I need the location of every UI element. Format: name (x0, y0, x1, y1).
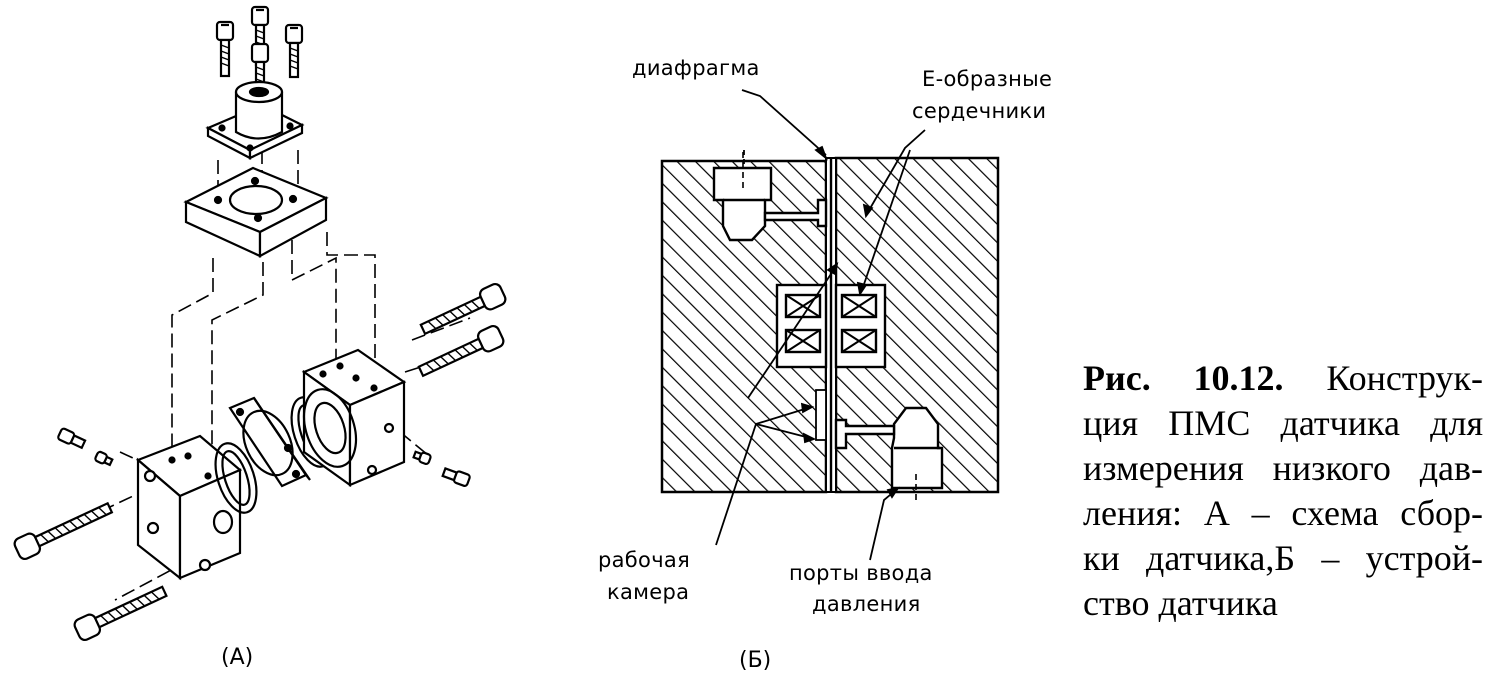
plug (441, 467, 471, 487)
leader-ports (869, 489, 897, 561)
label-ports-line1: порты ввода (789, 561, 933, 585)
leader-diaphragm (741, 89, 827, 156)
caption-line-4: ления: А – схема сбор- (1083, 493, 1483, 533)
plug (412, 450, 432, 466)
caption-line-6: ство датчика (1083, 583, 1278, 623)
caption-line-1-rest: Конструк- (1283, 358, 1483, 398)
label-e-cores-line1: Е-образные (922, 67, 1053, 91)
label-diaphragm: диафрагма (632, 56, 760, 80)
panel-a-label: (А) (221, 645, 254, 670)
leader-lines (715, 89, 926, 561)
e-core-left (775, 283, 828, 369)
label-ports-line2: давления (812, 592, 921, 616)
top-screws (215, 5, 304, 94)
small-plugs (57, 427, 471, 487)
top-plate (183, 166, 329, 258)
caption-figure-number: Рис. 10.12. (1083, 358, 1284, 398)
leader-cores-2 (861, 149, 911, 291)
right-pressure-port (834, 406, 944, 500)
caption-line-2: ция ПМС датчика для (1083, 403, 1483, 443)
pressure-fitting (205, 80, 305, 160)
long-screws (13, 282, 507, 642)
screw (417, 324, 505, 378)
caption-line-1: Рис. 10.12. Конструк- (1083, 356, 1483, 401)
plug (57, 427, 87, 450)
panel-b-label: (Б) (739, 648, 772, 673)
diaphragm-plate (228, 396, 311, 488)
label-chamber-line1: рабочая (598, 548, 691, 572)
assembly-drawing (13, 5, 507, 642)
screw (215, 20, 235, 78)
caption-line-3: измерения низкого дав- (1083, 448, 1483, 488)
caption-line-5: ки датчика,Б – устрой- (1083, 538, 1483, 578)
leader-chamber-3 (747, 267, 836, 399)
left-pressure-port (712, 152, 828, 242)
left-body-block (135, 434, 243, 581)
screw (284, 23, 304, 79)
label-chamber-line2: камера (607, 580, 690, 604)
oring-left (214, 442, 258, 514)
leader-cores-1 (867, 129, 926, 213)
figure-caption: Рис. 10.12. Конструк- ция ПМС датчика дл… (1083, 356, 1483, 626)
screw (13, 501, 114, 561)
sensor-cross-section (660, 89, 1000, 561)
screw (250, 42, 270, 94)
screw (73, 585, 168, 642)
label-e-cores-line2: сердечники (912, 99, 1047, 123)
plug (94, 450, 114, 467)
e-core-right (834, 283, 887, 369)
leader-chamber-2 (755, 407, 809, 425)
working-chamber-gap (815, 389, 827, 441)
right-body-block (301, 348, 407, 488)
screw (419, 282, 507, 336)
